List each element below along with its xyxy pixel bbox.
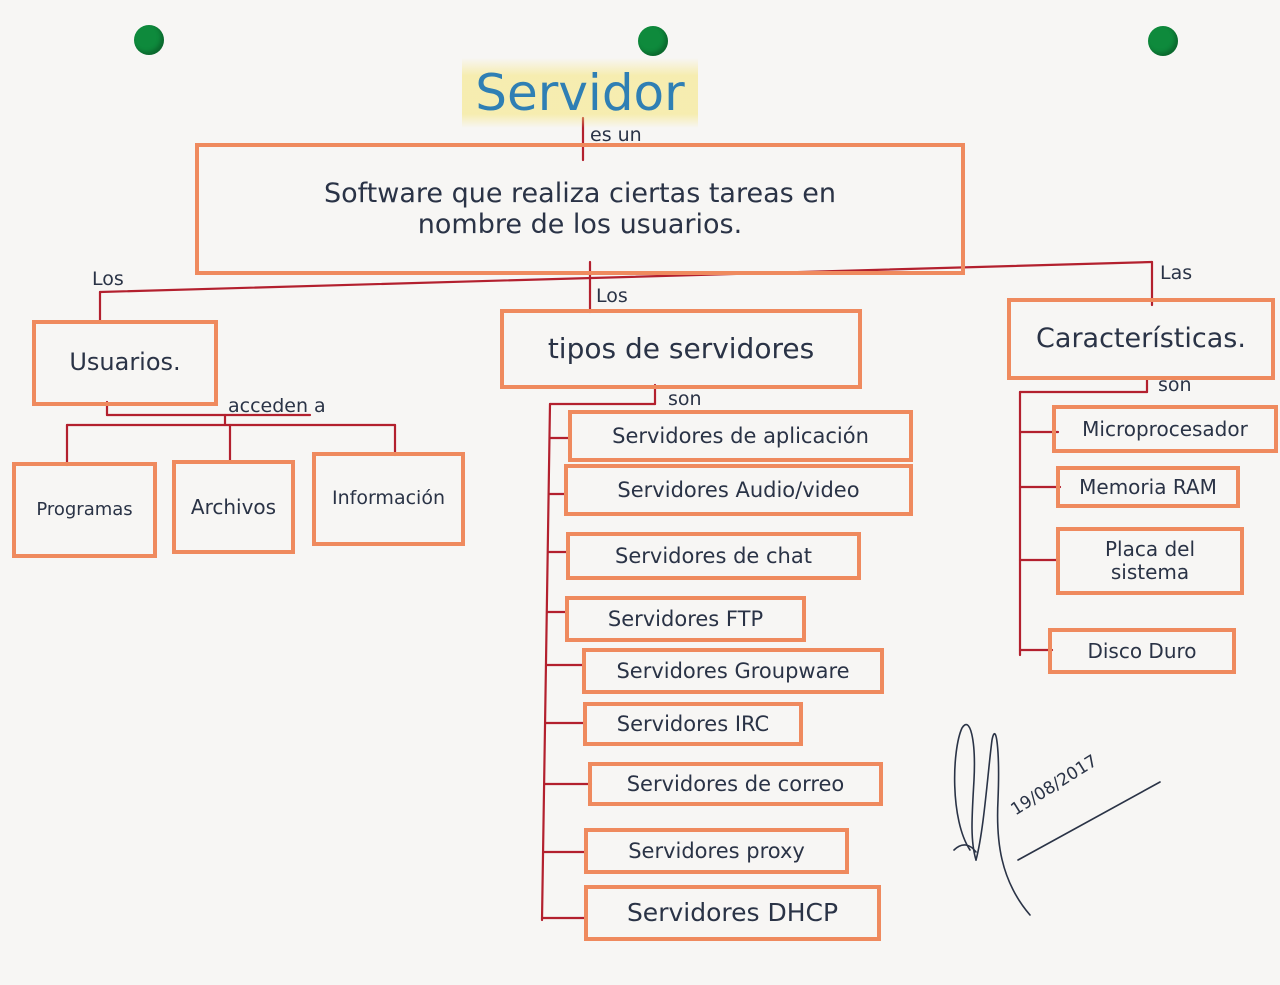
node-caracteristicas: Características.	[1007, 298, 1275, 380]
leaf-disco-duro: Disco Duro	[1048, 628, 1236, 674]
leaf-servidores-aplicacion: Servidores de aplicación	[568, 410, 913, 462]
node-tipos-de-servidores: tipos de servidores	[500, 309, 862, 389]
leaf-servidores-correo: Servidores de correo	[588, 762, 883, 806]
leaf-servidores-ftp: Servidores FTP	[565, 596, 806, 642]
leaf-memoria-ram: Memoria RAM	[1056, 466, 1240, 508]
leaf-servidores-groupware: Servidores Groupware	[582, 648, 884, 694]
leaf-servidores-dhcp: Servidores DHCP	[584, 885, 881, 941]
connector-label-las-right: Las	[1160, 262, 1193, 284]
leaf-servidores-chat: Servidores de chat	[566, 532, 861, 580]
connector-tipos-spine	[540, 402, 552, 922]
leaf-programas: Programas	[12, 462, 157, 558]
leaf-servidores-proxy: Servidores proxy	[584, 828, 849, 874]
relation-acceden-a: acceden a	[228, 395, 326, 417]
definition-box: Software que realiza ciertas tareas en n…	[195, 143, 965, 275]
leaf-placa-del-sistema: Placa del sistema	[1056, 527, 1244, 595]
node-usuarios: Usuarios.	[32, 320, 218, 406]
relation-son-middle: son	[668, 388, 702, 410]
pin-right	[1148, 26, 1178, 56]
relation-es-un: es un	[590, 124, 642, 146]
pin-center	[638, 26, 668, 56]
connector-label-los-middle: Los	[596, 285, 628, 307]
pin-left	[134, 25, 164, 55]
leaf-servidores-irc: Servidores IRC	[583, 702, 803, 746]
leaf-informacion: Información	[312, 452, 465, 546]
handwritten-signature	[953, 723, 1161, 916]
leaf-archivos: Archivos	[172, 460, 295, 554]
connector-main-bar	[98, 260, 1154, 294]
leaf-microprocesador: Microprocesador	[1052, 405, 1278, 453]
diagram-title: Servidor	[462, 58, 698, 128]
leaf-servidores-audio-video: Servidores Audio/video	[564, 464, 913, 516]
relation-son-right: son	[1158, 374, 1192, 396]
connector-label-los-left: Los	[92, 268, 124, 290]
